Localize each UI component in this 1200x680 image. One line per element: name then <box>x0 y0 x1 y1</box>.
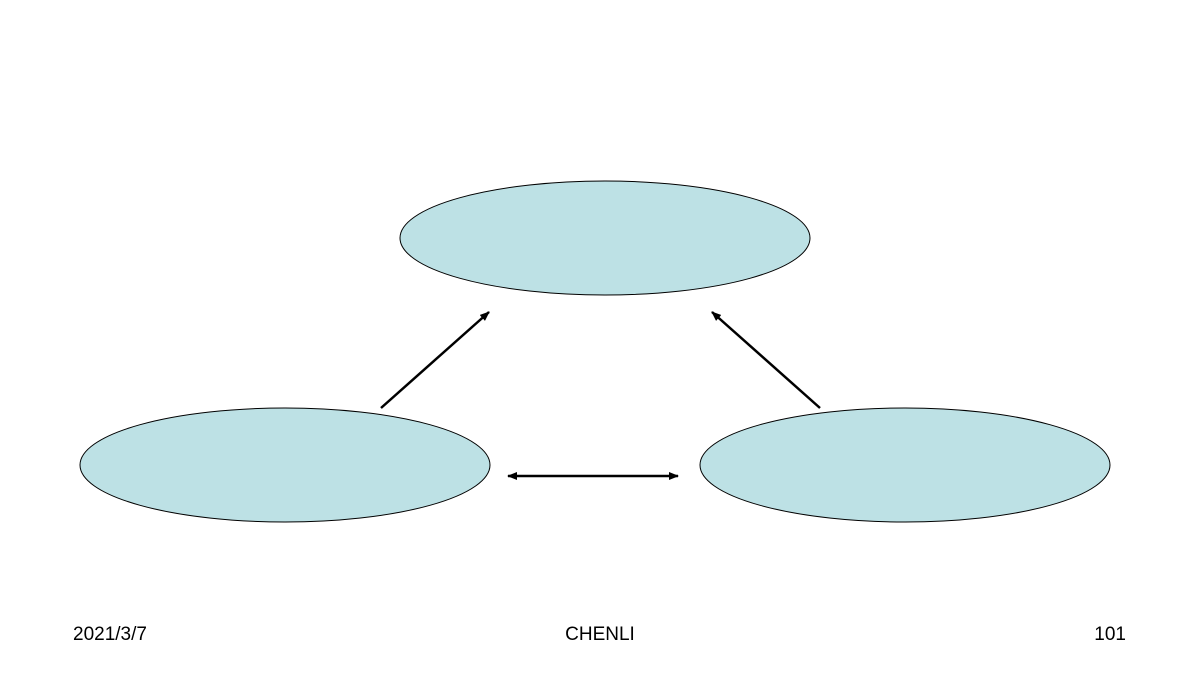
ellipse-node-left <box>79 407 491 523</box>
arrow-right-to-top <box>711 311 821 409</box>
footer-author: CHENLI <box>565 624 635 645</box>
footer-page-number: 101 <box>1094 624 1126 645</box>
arrow-left-to-top <box>380 311 490 409</box>
ellipse-node-right <box>699 407 1111 523</box>
footer-date: 2021/3/7 <box>73 624 147 645</box>
ellipse-node-top <box>399 180 811 296</box>
